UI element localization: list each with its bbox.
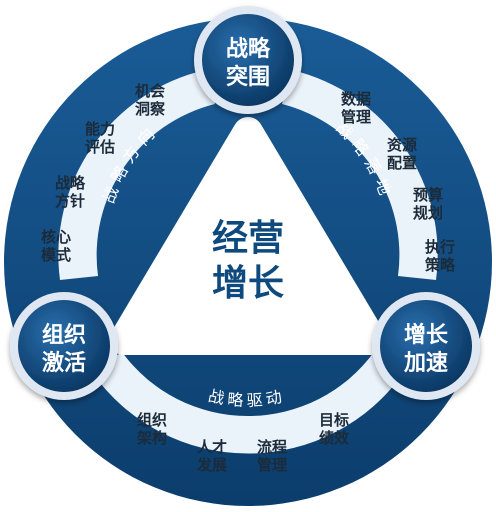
- svg-text:管理: 管理: [257, 456, 287, 474]
- svg-text:加速: 加速: [403, 350, 448, 376]
- svg-text:资源: 资源: [387, 136, 417, 154]
- item-goal-performance: 目标 绩效: [319, 411, 350, 447]
- svg-text:规划: 规划: [413, 204, 443, 222]
- svg-text:流程: 流程: [257, 438, 287, 456]
- svg-text:模式: 模式: [41, 246, 71, 264]
- svg-text:评估: 评估: [85, 138, 115, 156]
- item-core-model: 核心 模式: [41, 228, 71, 264]
- svg-text:战略: 战略: [226, 36, 271, 62]
- item-execution-strategy: 执行 策略: [424, 238, 456, 274]
- svg-text:增长: 增长: [404, 322, 449, 348]
- item-opportunity: 机会 洞察: [135, 82, 166, 118]
- svg-text:方针: 方针: [55, 192, 85, 210]
- svg-text:机会: 机会: [135, 82, 165, 100]
- item-budget-planning: 预算 规划: [413, 186, 443, 222]
- item-process-management: 流程 管理: [257, 438, 287, 474]
- svg-text:人才: 人才: [197, 438, 227, 456]
- item-capability: 能力 评估: [85, 120, 115, 156]
- svg-text:架构: 架构: [136, 429, 167, 447]
- svg-text:突围: 突围: [226, 64, 270, 90]
- node-strategy-breakthrough: 战略 突围: [194, 6, 302, 114]
- node-organization-activation: 组织 激活: [10, 292, 118, 400]
- svg-text:激活: 激活: [42, 350, 86, 376]
- item-resource-allocation: 资源 配置: [387, 136, 417, 172]
- center-title-line1: 经营: [212, 218, 284, 259]
- svg-text:配置: 配置: [387, 154, 417, 172]
- center-triangle: [109, 117, 387, 355]
- item-band-bottom: [92, 352, 404, 454]
- item-strategy-policy: 战略 方针: [55, 174, 86, 210]
- item-org-structure: 组织 架构: [136, 411, 167, 447]
- center-title-line2: 增长: [212, 263, 284, 304]
- svg-text:管理: 管理: [341, 108, 371, 126]
- svg-text:预算: 预算: [413, 186, 443, 204]
- svg-text:战略: 战略: [55, 174, 86, 192]
- svg-text:执行: 执行: [425, 238, 455, 256]
- svg-text:目标: 目标: [319, 411, 349, 429]
- svg-text:洞察: 洞察: [135, 100, 166, 118]
- item-band-left: [58, 70, 215, 280]
- svg-text:能力: 能力: [85, 120, 115, 138]
- svg-text:数据: 数据: [341, 90, 371, 108]
- svg-text:组织: 组织: [137, 411, 167, 429]
- item-band-right: [282, 70, 438, 280]
- svg-text:核心: 核心: [41, 228, 71, 246]
- node-growth-acceleration: 增长 加速: [372, 292, 480, 400]
- item-talent-development: 人才 发展: [196, 438, 227, 474]
- svg-text:发展: 发展: [196, 456, 227, 474]
- svg-text:策略: 策略: [424, 256, 456, 274]
- item-data-management: 数据 管理: [341, 90, 371, 126]
- svg-text:绩效: 绩效: [319, 429, 350, 447]
- svg-text:组织: 组织: [42, 322, 86, 348]
